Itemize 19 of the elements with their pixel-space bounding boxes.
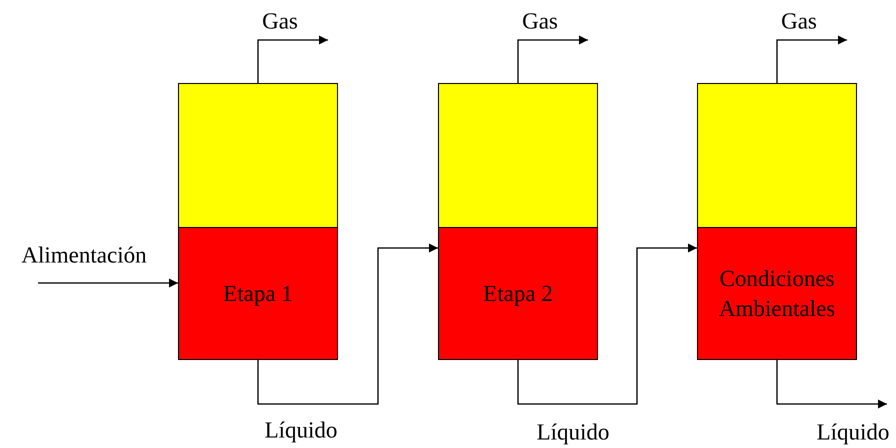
vessel-box <box>438 83 598 228</box>
stage-box <box>438 227 598 360</box>
edge-label: Líquido <box>816 420 890 444</box>
arrow <box>38 278 178 288</box>
arrow <box>776 36 847 83</box>
stage-box <box>697 227 857 360</box>
stage-label: Condiciones Ambientales <box>718 264 836 322</box>
vessel-box <box>178 83 338 228</box>
arrow <box>257 244 438 405</box>
vessel-box <box>697 83 857 228</box>
stage-box <box>178 227 338 360</box>
arrow <box>517 244 697 405</box>
arrow <box>776 360 887 408</box>
edge-label: Líquido <box>264 418 338 442</box>
stage-label: Etapa 2 <box>483 280 553 308</box>
arrow <box>517 36 588 83</box>
stage-label: Etapa 1 <box>223 280 293 308</box>
edge-label: Líquido <box>536 420 610 444</box>
arrow <box>257 36 328 83</box>
